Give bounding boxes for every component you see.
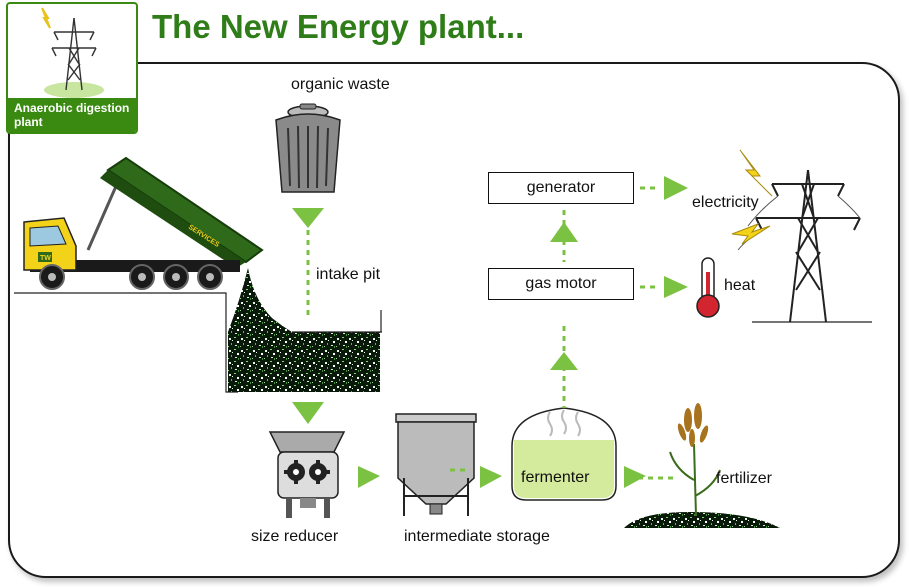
intake-pit-label: intake pit	[316, 266, 381, 283]
fermenter-label: fermenter	[521, 469, 590, 486]
anaerobic-digestion-badge: Anaerobic digestion plant	[6, 2, 138, 134]
tipper-truck-icon: SERVICES TW	[23, 156, 264, 290]
badge-caption: Anaerobic digestion plant	[8, 98, 136, 132]
generator-box: generator	[488, 172, 634, 204]
organic-waste-bin-icon	[275, 103, 341, 193]
size-reducer-machine-icon	[268, 431, 346, 518]
flow-arrows	[306, 186, 676, 480]
fertilizer-label: fertilizer	[716, 470, 773, 487]
organic-waste-label: organic waste	[291, 76, 390, 93]
heat-label: heat	[724, 277, 756, 294]
gas-motor-box: gas motor	[488, 268, 634, 300]
power-pylon-icon	[731, 149, 872, 323]
power-pylon-logo-icon	[41, 7, 104, 98]
truck-cab-logo: TW	[40, 255, 51, 262]
fermenter-tank-icon	[511, 407, 617, 501]
truck-ground-line	[14, 292, 238, 393]
thermometer-icon	[696, 257, 720, 318]
fertilizer-plant-icon	[624, 403, 780, 528]
flow-arrowheads	[292, 176, 688, 488]
intake-pit-compost	[228, 268, 382, 392]
intermediate-storage-silo-icon	[395, 413, 477, 516]
size-reducer-label: size reducer	[251, 528, 339, 545]
electricity-label: electricity	[692, 194, 759, 211]
page-title: The New Energy plant...	[152, 8, 525, 45]
intermediate-storage-label: intermediate storage	[404, 528, 550, 545]
